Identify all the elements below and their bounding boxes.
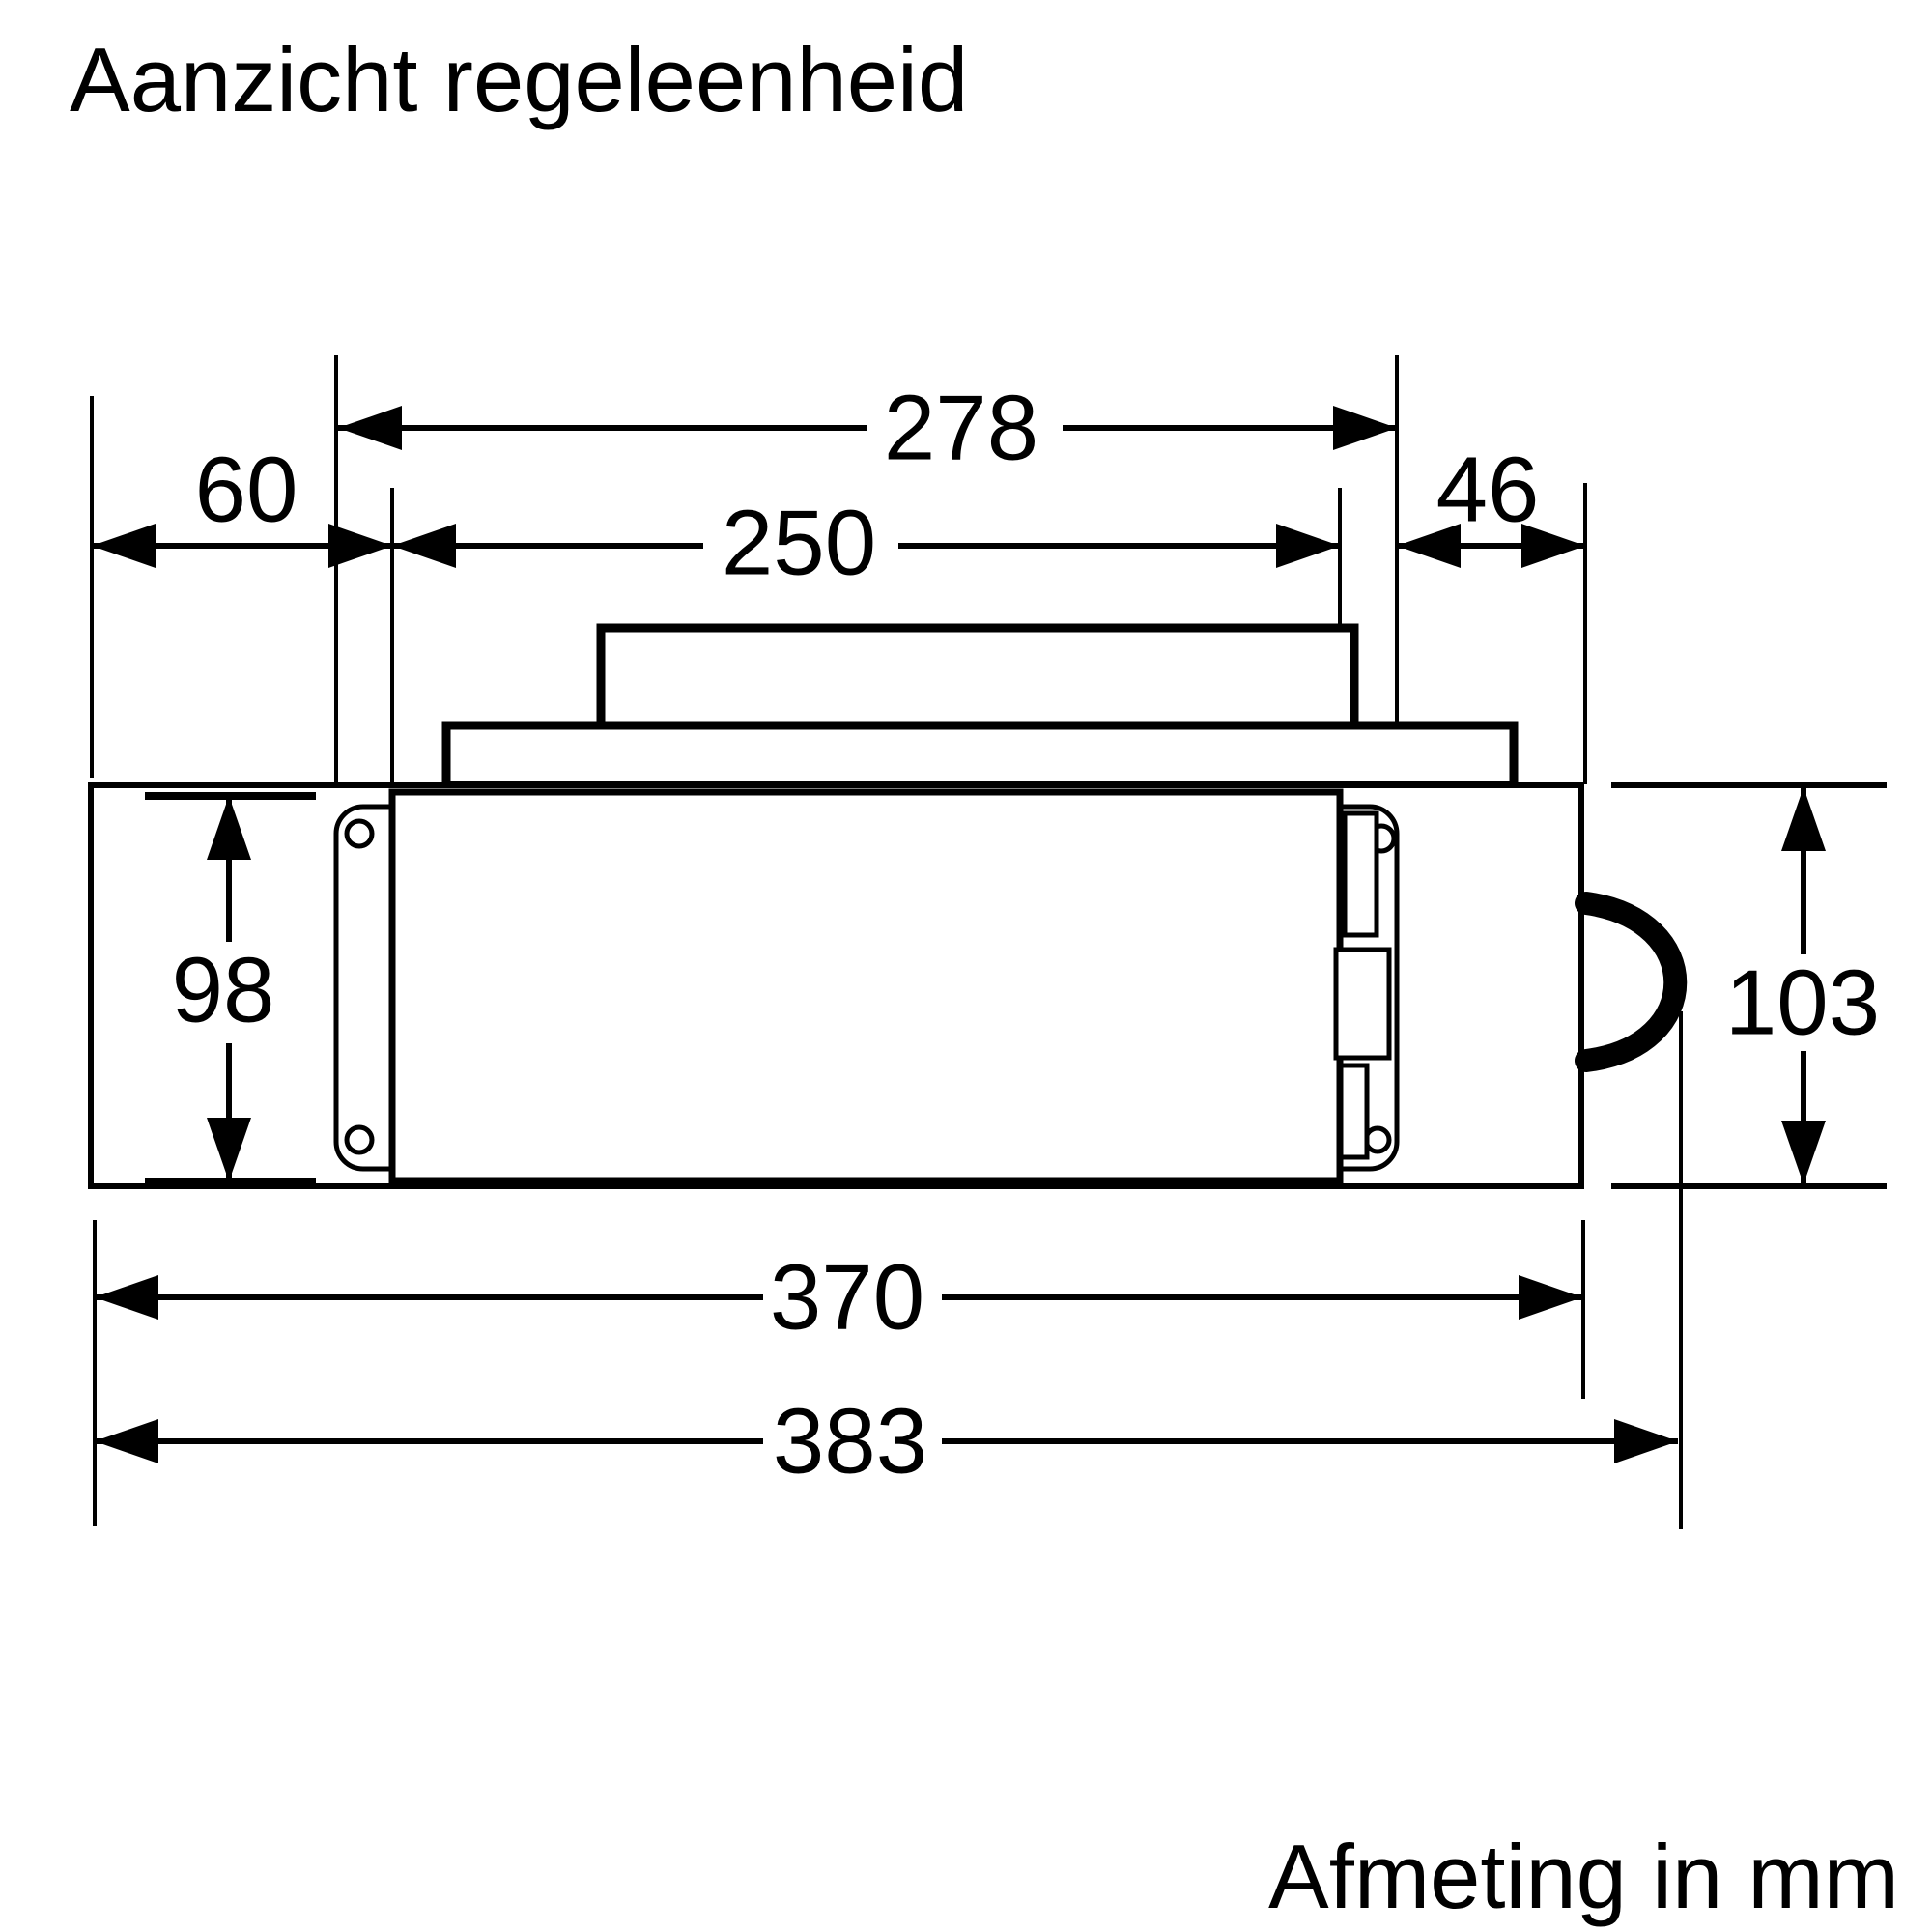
arrow-right-278 bbox=[1333, 406, 1397, 450]
arrow-left-60 bbox=[92, 524, 156, 568]
dim-label-46: 46 bbox=[1436, 439, 1540, 542]
arrow-down-103 bbox=[1781, 1121, 1826, 1184]
connector-block-middle bbox=[1333, 947, 1392, 1061]
arrow-right-370 bbox=[1519, 1275, 1582, 1320]
flange-plate bbox=[441, 721, 1519, 790]
page-title: Aanzicht regeleenheid bbox=[70, 29, 968, 130]
footer-note: Afmeting in mm bbox=[1268, 1826, 1899, 1927]
arrow-left-370 bbox=[95, 1275, 158, 1320]
dim-label-278: 278 bbox=[884, 377, 1038, 480]
arrow-left-383 bbox=[95, 1419, 158, 1463]
top-duct-box bbox=[596, 623, 1359, 730]
mounting-hole-bottom-right bbox=[1363, 1125, 1392, 1154]
control-unit-box bbox=[388, 788, 1344, 1184]
dim-label-98: 98 bbox=[172, 939, 275, 1042]
dim-label-383: 383 bbox=[773, 1390, 927, 1493]
arrow-left-250 bbox=[392, 524, 456, 568]
dim-label-103: 103 bbox=[1725, 952, 1880, 1055]
dim-label-60: 60 bbox=[195, 439, 298, 542]
arrow-left-278 bbox=[338, 406, 402, 450]
arrow-left-46 bbox=[1397, 524, 1461, 568]
dim-label-250: 250 bbox=[722, 492, 876, 595]
arrow-up-98 bbox=[207, 796, 251, 860]
arrow-up-103 bbox=[1781, 787, 1826, 851]
power-cable-loop bbox=[1575, 892, 1688, 1072]
connector-block-bottom bbox=[1338, 1063, 1370, 1160]
arrow-right-383 bbox=[1614, 1419, 1678, 1463]
mounting-hole-top-left bbox=[344, 818, 375, 849]
arrow-right-60 bbox=[328, 524, 392, 568]
arrow-down-98 bbox=[207, 1118, 251, 1181]
connector-block-top bbox=[1342, 810, 1379, 938]
arrow-right-250 bbox=[1276, 524, 1340, 568]
mounting-hole-bottom-left bbox=[344, 1124, 375, 1155]
arrow-right-46 bbox=[1521, 524, 1585, 568]
dim-label-370: 370 bbox=[770, 1246, 924, 1350]
